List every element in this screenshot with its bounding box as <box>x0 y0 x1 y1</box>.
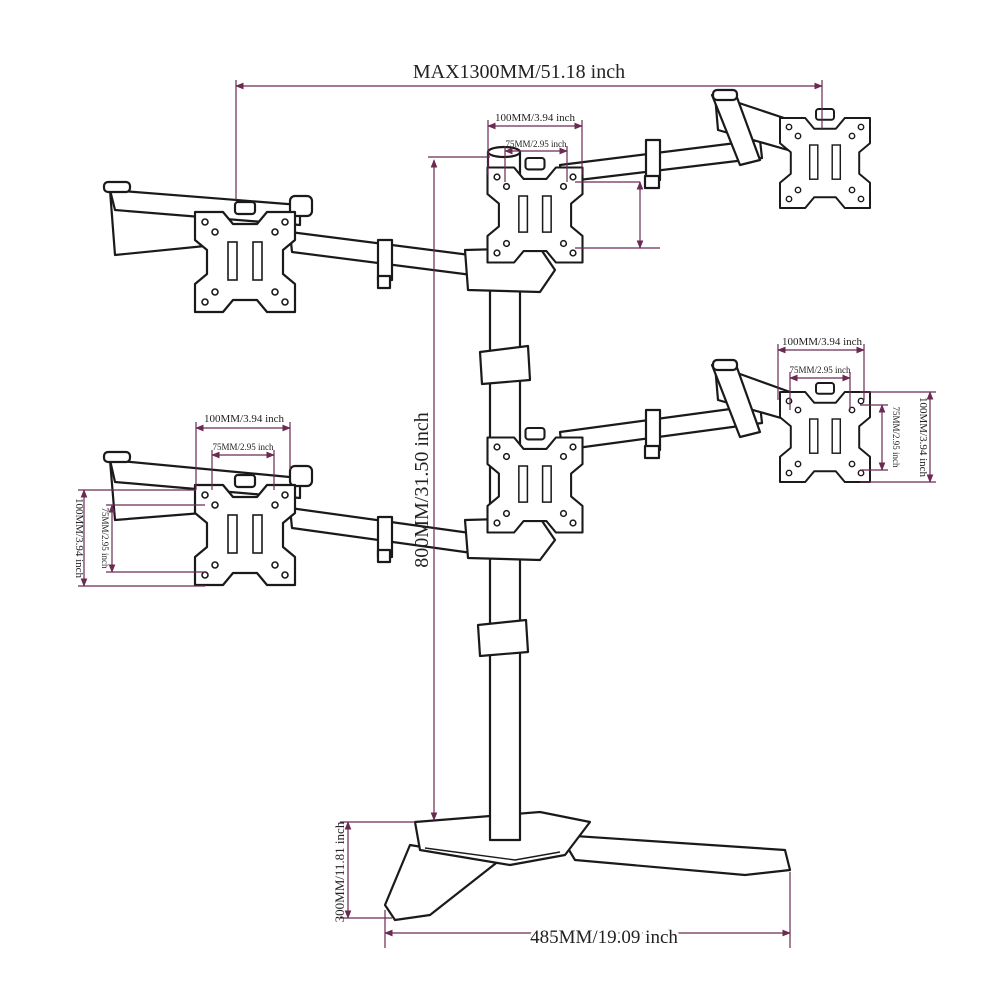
base-width-label: 485MM/19.09 inch <box>530 927 678 948</box>
lower-right-vesa-100-vertical-label: 100MM/3.94 inch <box>917 397 929 478</box>
lower-right-vesa-75-label: 75MM/2.95 inch <box>789 365 851 375</box>
upper-center-vesa-75-label: 75MM/2.95 inch <box>505 139 567 149</box>
lower-left-vesa-100-label: 100MM/3.94 inch <box>204 413 285 425</box>
dimension-lines <box>78 80 936 948</box>
base-depth-label: 300MM/11.81 inch <box>332 821 347 922</box>
upper-right-vesa-plate <box>779 108 871 209</box>
lower-right-vesa-100-label: 100MM/3.94 inch <box>782 336 863 348</box>
stand-base <box>383 810 792 922</box>
height-label: 800MM/31.50 inch <box>411 412 433 568</box>
lower-center-vesa-plate <box>486 426 584 534</box>
upper-center-vesa-plate <box>486 156 584 264</box>
lower-right-arm <box>558 358 792 460</box>
upper-right-arm <box>558 88 792 190</box>
max-width-label: MAX1300MM/51.18 inch <box>413 61 625 83</box>
upper-left-vesa-plate <box>193 200 297 314</box>
upper-left-arm <box>102 180 474 290</box>
lower-right-vesa-75-vertical-label: 75MM/2.95 inch <box>891 406 901 468</box>
lower-left-vesa-plate <box>193 473 297 587</box>
upper-center-vesa-100-label: 100MM/3.94 inch <box>495 112 576 124</box>
lower-left-vesa-75-label: 75MM/2.95 inch <box>212 442 274 452</box>
lower-left-vesa-100-vertical-label: 100MM/3.94 inch <box>73 498 85 579</box>
lower-right-vesa-plate <box>779 382 871 483</box>
lower-left-vesa-75-vertical-label: 75MM/2.95 inch <box>100 507 110 569</box>
